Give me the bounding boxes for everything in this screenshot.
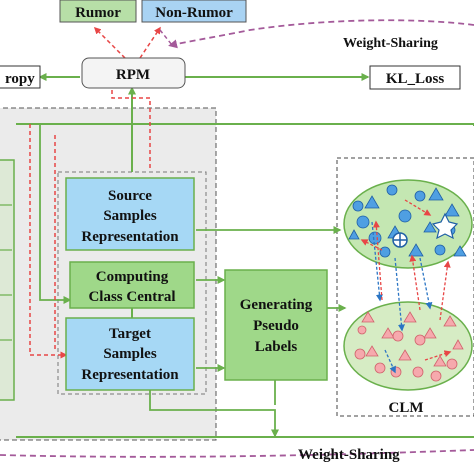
weight-sharing-top-label: Weight-Sharing: [343, 36, 438, 51]
non-rumor-label: Non-Rumor: [155, 5, 233, 21]
input-stack: [0, 159, 15, 401]
target-line-1: Target: [109, 326, 151, 342]
gen-line-2: Pseudo: [253, 318, 299, 334]
kl-loss-label: KL_Loss: [386, 71, 445, 87]
source-star-marker: [431, 212, 459, 240]
cross-entropy-box: [0, 65, 41, 89]
gen-line-3: Labels: [255, 339, 298, 355]
cross-entropy-label: ropy: [5, 71, 35, 87]
source-representation-box: [65, 177, 195, 251]
source-line-2: Samples: [103, 208, 157, 224]
source-line-1: Source: [108, 188, 152, 204]
target-line-2: Samples: [103, 346, 157, 362]
rpm-label: RPM: [116, 67, 150, 83]
rpm-box: [81, 57, 186, 89]
computing-class-central-box: [69, 261, 195, 309]
kl-loss-box: [369, 65, 461, 90]
generating-pseudo-labels-box: [224, 269, 328, 381]
non-rumor-label-box: [141, 0, 247, 23]
gen-line-1: Generating: [240, 297, 313, 313]
rumor-label: Rumor: [75, 5, 121, 21]
weight-sharing-bottom-label: Weight-Sharing: [298, 447, 400, 463]
computing-line-2: Class Central: [88, 289, 175, 305]
target-representation-box: [65, 317, 195, 391]
rumor-label-box: [59, 0, 137, 23]
target-line-3: Representation: [81, 367, 179, 383]
clm-label: CLM: [389, 400, 424, 416]
computing-line-1: Computing: [96, 269, 169, 285]
target-sample-shapes: [354, 311, 464, 382]
source-line-3: Representation: [81, 229, 179, 245]
